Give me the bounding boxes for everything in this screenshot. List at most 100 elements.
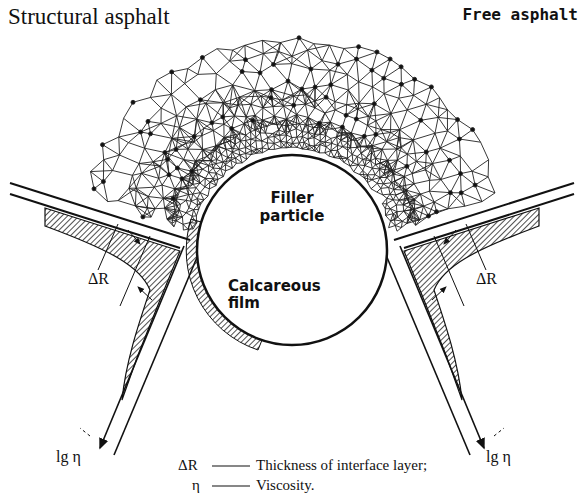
asphalt-network-strand <box>274 106 283 116</box>
asphalt-network-strand <box>459 139 480 142</box>
asphalt-network-strand <box>274 137 275 144</box>
asphalt-network-strand <box>407 140 413 154</box>
asphalt-network-strand <box>421 120 435 133</box>
asphalt-network-strand <box>292 64 311 69</box>
asphalt-network-strand <box>91 160 104 172</box>
asphalt-network-strand <box>292 38 299 57</box>
asphalt-network-strand <box>194 175 199 179</box>
asphalt-network-strand <box>277 119 287 124</box>
asphalt-network-strand <box>215 74 217 90</box>
asphalt-network-strand <box>188 69 198 75</box>
asphalt-network-strand <box>184 160 196 162</box>
asphalt-network-strand <box>263 107 273 108</box>
asphalt-network-strand <box>159 178 162 185</box>
asphalt-network-strand <box>394 190 396 196</box>
asphalt-network-strand <box>389 226 396 228</box>
asphalt-network-node <box>101 180 105 184</box>
asphalt-network-strand <box>213 173 216 179</box>
particle-label: Filler particle <box>247 189 337 225</box>
asphalt-network-strand <box>395 212 398 220</box>
asphalt-network-node <box>258 71 262 75</box>
asphalt-network-strand <box>394 220 396 226</box>
asphalt-network-strand <box>458 120 460 139</box>
asphalt-network-strand <box>139 148 145 163</box>
asphalt-network-strand <box>383 178 387 184</box>
asphalt-network-strand <box>245 45 263 53</box>
asphalt-network-strand <box>183 223 190 225</box>
asphalt-network-strand <box>390 190 394 195</box>
asphalt-network-strand <box>387 200 394 204</box>
asphalt-network-strand <box>341 140 348 142</box>
asphalt-network-strand <box>359 70 372 82</box>
asphalt-network-strand <box>382 198 387 203</box>
asphalt-network-strand <box>331 145 338 150</box>
asphalt-network-strand <box>118 201 135 206</box>
asphalt-network-strand <box>281 141 287 148</box>
asphalt-network-strand <box>129 173 142 188</box>
asphalt-network-strand <box>218 177 223 180</box>
asphalt-network-strand <box>481 142 489 160</box>
asphalt-network-strand <box>165 208 167 219</box>
asphalt-network-strand <box>441 160 450 179</box>
asphalt-network-strand <box>302 89 315 101</box>
asphalt-network-strand <box>216 164 221 169</box>
asphalt-network-strand <box>308 108 315 118</box>
asphalt-network-strand <box>387 178 392 183</box>
asphalt-network-node <box>167 173 171 177</box>
asphalt-network-strand <box>104 155 120 160</box>
asphalt-network-strand <box>142 173 159 178</box>
asphalt-network-strand <box>286 138 291 143</box>
asphalt-network-strand <box>147 197 149 209</box>
asphalt-network-strand <box>286 135 287 142</box>
asphalt-network-strand <box>390 114 391 133</box>
asphalt-network-strand <box>281 38 299 43</box>
asphalt-network-strand <box>397 154 407 160</box>
asphalt-network-strand <box>397 140 414 149</box>
asphalt-network-strand <box>396 200 399 205</box>
asphalt-network-strand <box>426 133 435 152</box>
asphalt-network-strand <box>202 58 216 74</box>
asphalt-network-strand <box>430 179 441 181</box>
asphalt-network-strand <box>330 45 339 64</box>
asphalt-network-strand <box>368 174 376 175</box>
asphalt-network-strand <box>412 174 414 184</box>
asphalt-network-strand <box>177 204 181 205</box>
asphalt-network-strand <box>261 141 263 148</box>
asphalt-network-strand <box>306 117 308 125</box>
asphalt-network-strand <box>315 70 330 87</box>
asphalt-network-strand <box>438 110 447 118</box>
asphalt-network-strand <box>211 154 217 160</box>
asphalt-network-strand <box>465 202 482 207</box>
asphalt-network-strand <box>292 56 311 69</box>
asphalt-network-strand <box>233 85 239 105</box>
asphalt-network-strand <box>371 158 376 160</box>
asphalt-network-strand <box>262 120 276 124</box>
asphalt-network-strand <box>209 173 214 179</box>
asphalt-network-strand <box>343 147 351 148</box>
asphalt-network-strand <box>286 119 299 124</box>
asphalt-network-strand <box>139 162 153 164</box>
asphalt-network-node <box>374 132 378 136</box>
asphalt-network-strand <box>148 187 154 196</box>
asphalt-network-node <box>372 102 376 106</box>
asphalt-network-strand <box>159 166 161 178</box>
asphalt-network-node <box>419 118 423 122</box>
asphalt-network-strand <box>172 69 188 72</box>
asphalt-network-strand <box>472 171 488 177</box>
asphalt-network-strand <box>235 144 239 149</box>
asphalt-network-strand <box>179 210 186 212</box>
asphalt-network-strand <box>103 137 119 145</box>
asphalt-network-node <box>198 98 202 102</box>
asphalt-network-strand <box>330 110 335 122</box>
asphalt-network-node <box>459 191 463 195</box>
asphalt-network-strand <box>358 82 359 103</box>
asphalt-network-strand <box>172 217 173 224</box>
asphalt-network-strand <box>387 142 402 148</box>
asphalt-network-strand <box>215 85 232 90</box>
asphalt-network-strand <box>401 223 407 227</box>
asphalt-network-strand <box>192 215 196 216</box>
asphalt-network-strand <box>210 179 213 183</box>
asphalt-network-node <box>435 210 439 214</box>
asphalt-network-strand <box>180 127 195 136</box>
